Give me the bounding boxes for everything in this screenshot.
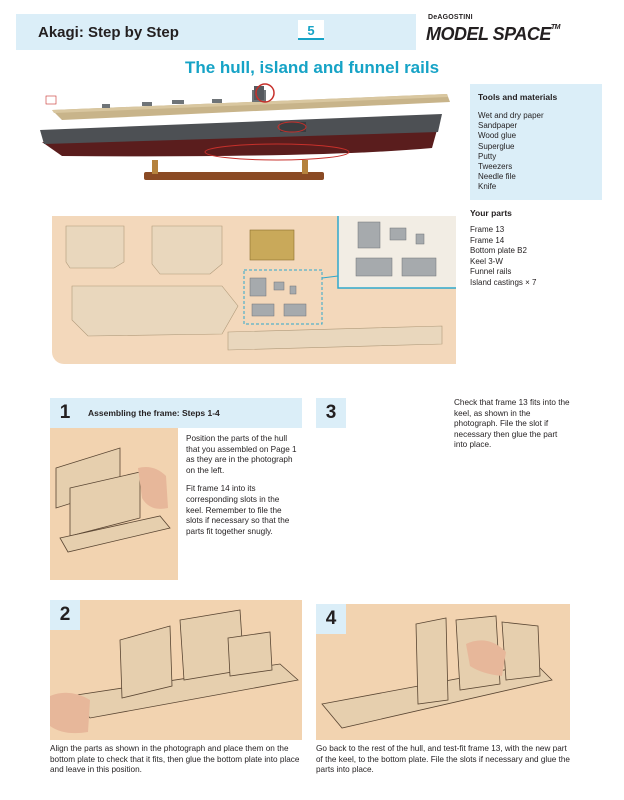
step1-illustration bbox=[55, 447, 171, 553]
tools-item: Tweezers bbox=[478, 162, 513, 172]
step1-photo bbox=[50, 428, 178, 580]
tools-item: Superglue bbox=[478, 141, 515, 151]
tools-item: Wet and dry paper bbox=[478, 111, 544, 120]
step3-number: 3 bbox=[316, 398, 346, 428]
step2-text: Align the parts as shown in the photogra… bbox=[50, 744, 300, 775]
parts-item: Bottom plate B2 bbox=[470, 246, 527, 255]
step1-number: 1 bbox=[50, 398, 80, 428]
tools-item: Knife bbox=[478, 182, 497, 192]
step1-text: Position the parts of the hull that you … bbox=[186, 434, 298, 545]
parts-item: Island castings × 7 bbox=[470, 277, 537, 287]
brand-name: MODEL SPACETM bbox=[426, 24, 560, 45]
tools-heading: Tools and materials bbox=[478, 92, 558, 102]
brand-publisher: DeAGOSTINI bbox=[428, 14, 473, 21]
step4-text: Go back to the rest of the hull, and tes… bbox=[316, 744, 570, 775]
brand-tm: TM bbox=[550, 24, 561, 31]
brand-main-text: MODEL SPACE bbox=[426, 24, 551, 44]
step4-illustration bbox=[321, 615, 553, 729]
parts-illustration bbox=[65, 216, 456, 351]
tools-item: Wood glue bbox=[478, 131, 517, 141]
step3-text: Check that frame 13 fits into the keel, … bbox=[454, 398, 570, 450]
parts-photo bbox=[52, 216, 456, 364]
parts-item: Frame 14 bbox=[470, 235, 505, 245]
step1-heading: Assembling the frame: Steps 1-4 bbox=[88, 408, 220, 418]
step1-heading-band bbox=[80, 398, 302, 428]
tools-item: Sandpaper bbox=[478, 121, 518, 131]
ship-model-photo bbox=[22, 80, 452, 198]
page-number: 5 bbox=[298, 20, 324, 40]
step1-paragraph: Fit frame 14 into its corresponding slot… bbox=[186, 484, 290, 536]
parts-item: Funnel rails bbox=[470, 267, 512, 276]
parts-heading: Your parts bbox=[470, 208, 512, 218]
header-title: Akagi: Step by Step bbox=[38, 24, 179, 41]
step1-paragraph: Position the parts of the hull that you … bbox=[186, 434, 297, 475]
tools-item: Putty bbox=[478, 151, 497, 161]
tools-item: Needle file bbox=[478, 172, 516, 182]
step4-photo bbox=[316, 604, 570, 740]
step2-photo bbox=[50, 600, 302, 740]
brand-logo: DeAGOSTINI MODEL SPACETM bbox=[416, 12, 602, 50]
your-parts-list: Your parts Frame 13 Frame 14 Bottom plat… bbox=[470, 208, 602, 288]
step2-illustration bbox=[50, 609, 299, 734]
page-title: The hull, island and funnel rails bbox=[184, 58, 440, 77]
step4-number: 4 bbox=[316, 604, 346, 634]
tools-materials-box: Tools and materials Wet and dry paper Sa… bbox=[470, 84, 602, 200]
parts-item: Frame 13 bbox=[470, 225, 505, 234]
step2-number: 2 bbox=[50, 600, 80, 630]
ship-illustration bbox=[40, 83, 450, 180]
parts-item: Keel 3-W bbox=[470, 256, 503, 266]
